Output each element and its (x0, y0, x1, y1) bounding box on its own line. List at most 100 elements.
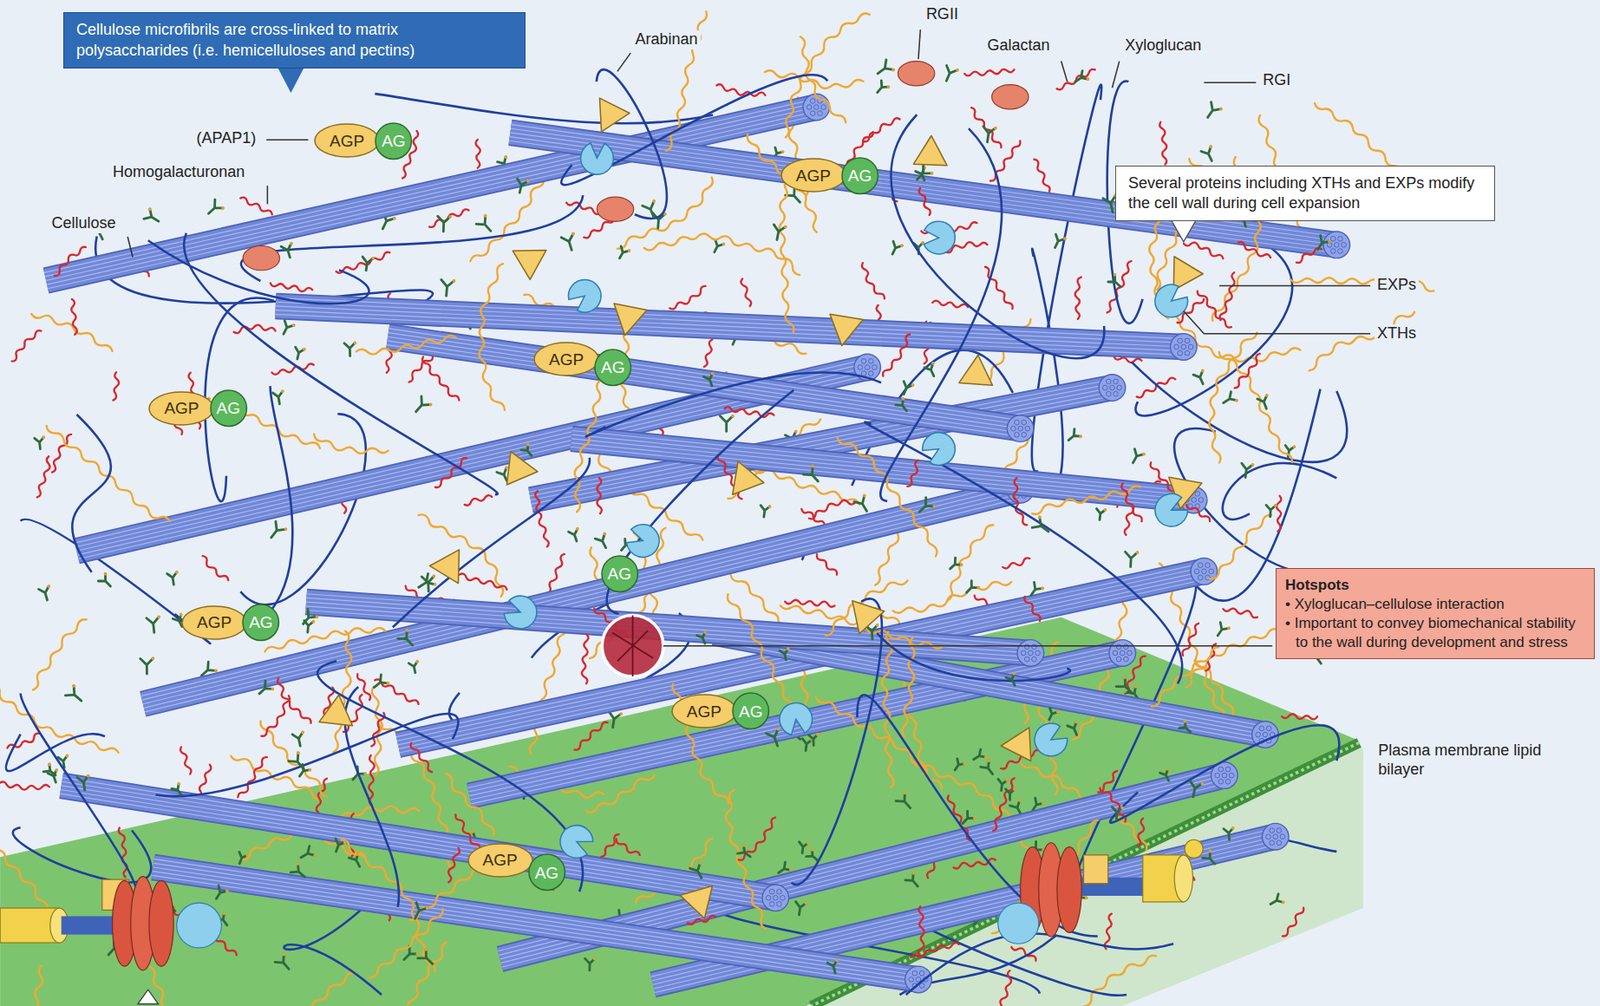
fibril-chain-end (1338, 248, 1344, 255)
side-chain-arm (171, 783, 185, 798)
side-chain-arm (293, 346, 305, 360)
side-chain-arm (235, 852, 249, 866)
side-chain-tip (1037, 515, 1042, 520)
polymer-strand (1011, 946, 1036, 961)
polymer-strand (22, 965, 43, 1006)
leader-lines (127, 29, 1371, 647)
polymer-strand (1137, 818, 1144, 847)
callout-pointer (1171, 220, 1196, 242)
side-chain-tip (768, 504, 772, 509)
side-chain-tip (1012, 671, 1017, 676)
side-chain-tip (619, 711, 623, 716)
side-chain (77, 773, 92, 791)
fibril-chain-end (861, 371, 867, 377)
ag-circle: AG (241, 603, 280, 641)
leader-line (1061, 61, 1068, 83)
glucan-chain (60, 790, 776, 902)
fibril-chain-end (765, 894, 771, 901)
node-text: AGP (163, 399, 199, 417)
side-chain (279, 319, 297, 338)
side-chain (736, 842, 755, 861)
side-chain (1267, 893, 1286, 910)
side-chain (292, 730, 307, 747)
fibril-body (387, 336, 1020, 429)
side-chain-arm (1265, 504, 1275, 517)
polymer-strand (1034, 159, 1051, 192)
callout-pointer (137, 989, 159, 1004)
glucan-chain (654, 844, 1278, 993)
fibril-chain-end (1195, 491, 1201, 497)
side-chain-tip (1005, 778, 1009, 783)
side-chain-tip (151, 656, 156, 660)
node-text: • Xyloglucan–cellulose interaction (1285, 594, 1586, 614)
fibril-end (1170, 333, 1198, 361)
rgii-molecule (242, 246, 280, 271)
node-text: AGP (796, 167, 831, 184)
side-chain (475, 213, 497, 236)
side-chain-arm (874, 59, 894, 79)
side-chain-arm (290, 863, 308, 882)
side-chain-arm (417, 949, 438, 969)
part-label: Homogalacturonan (110, 163, 248, 183)
polymer-strand (112, 372, 119, 400)
side-chain-tip (993, 126, 998, 131)
side-chain-arm (288, 752, 309, 773)
side-chain-tip (428, 402, 433, 407)
polymer-strand (476, 139, 481, 169)
fibril-body (469, 653, 1123, 797)
side-chain-arm (1201, 146, 1217, 164)
agp-ellipse: AGP (671, 693, 738, 729)
side-chain-tip (901, 396, 906, 401)
fibril-chain-end (817, 111, 823, 117)
glucan-chain (305, 610, 1030, 662)
node-text: AG (848, 167, 872, 184)
side-chain (980, 124, 998, 144)
side-chain-tip (103, 571, 108, 576)
expansin (599, 97, 630, 132)
side-chain-tip (175, 570, 179, 575)
side-chain-arm (1160, 769, 1174, 784)
side-chain (280, 241, 297, 259)
fibril-chain-end (1330, 248, 1336, 255)
side-chain-arm (1071, 71, 1088, 86)
side-chain-arm (331, 838, 346, 854)
side-chain-tip (1103, 508, 1107, 512)
leader-line (267, 185, 269, 204)
polymer-strand (574, 722, 608, 751)
side-chain-tip (1292, 444, 1296, 449)
side-chain-tip (46, 584, 52, 589)
side-chain-arm (1267, 894, 1283, 909)
side-chain-tip (281, 952, 287, 957)
fibril-chain-end (1269, 840, 1275, 846)
fibril-chain-end (1228, 772, 1235, 778)
side-chain-arm (344, 342, 356, 356)
side-chain (1192, 368, 1209, 386)
side-chain (899, 379, 915, 397)
fibril-chain-end (821, 104, 827, 111)
side-chain-arm (568, 528, 582, 543)
side-chain-tip (415, 951, 420, 956)
side-chain (584, 956, 596, 971)
side-chain-tip (295, 750, 301, 755)
fibril-chain-end (1113, 378, 1119, 385)
node-text: AGP (196, 613, 232, 631)
side-chain (97, 571, 116, 590)
side-chain (1201, 848, 1221, 868)
side-chain-arm (642, 201, 660, 221)
side-chain (1223, 826, 1236, 841)
side-chain-tip (307, 767, 313, 772)
side-chain (808, 732, 820, 746)
polymer-strand (411, 743, 433, 772)
side-chain-tip (1200, 368, 1205, 373)
polymer-strand (479, 263, 505, 411)
polymer-strand (837, 437, 938, 557)
side-chain (34, 435, 47, 450)
side-chain-arm (143, 208, 162, 227)
side-chain-tip (900, 243, 905, 249)
side-chain-tip (156, 614, 161, 619)
node-text: AG (600, 359, 625, 376)
callout-pointer (277, 67, 305, 93)
side-chain-tip (809, 847, 815, 852)
side-chain-arm (204, 199, 223, 218)
fibril-chain-end (1208, 568, 1215, 575)
